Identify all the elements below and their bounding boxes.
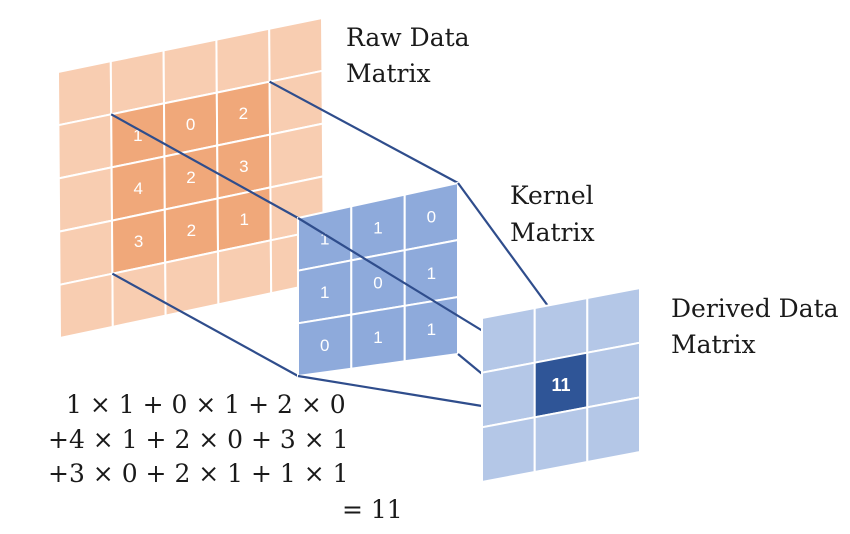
raw-matrix-title-line2: Matrix: [346, 59, 431, 88]
derived-cell: [586, 396, 641, 464]
derived-matrix-title-line2: Matrix: [671, 330, 756, 359]
kernel-cell-value: 0: [427, 208, 436, 227]
raw-matrix-title-line1: Raw Data: [346, 23, 470, 52]
raw-data-matrix: [56, 16, 326, 340]
raw-cell-value: 2: [239, 104, 248, 123]
raw-cell-value: 0: [186, 115, 195, 134]
kernel-cell-value: 1: [373, 218, 382, 237]
kernel-cell-value: 1: [427, 320, 436, 339]
kernel-matrix-title-line2: Matrix: [510, 218, 595, 247]
connector-line: [111, 272, 299, 377]
derived-cell: [481, 306, 536, 374]
raw-cell-value: 3: [134, 232, 143, 251]
kernel-matrix-title-line1: Kernel: [510, 181, 594, 210]
equation-line-3: +3 × 0 + 2 × 1 + 1 × 1: [48, 459, 349, 488]
kernel-matrix: [297, 181, 459, 378]
raw-cell: [216, 239, 273, 306]
derived-cell: [533, 296, 589, 364]
raw-cell-value: 3: [239, 157, 248, 176]
derived-cell: [586, 341, 641, 409]
equation-line-2: +4 × 1 + 2 × 0 + 3 × 1: [48, 425, 349, 454]
derived-matrix-title-line1: Derived Data: [671, 294, 839, 323]
connector-line: [269, 80, 459, 184]
derived-cell: [481, 416, 536, 484]
raw-cell: [111, 261, 167, 329]
derived-cell: [533, 406, 589, 474]
kernel-cell-value: 1: [320, 283, 329, 302]
kernel-cell-value: 1: [373, 328, 382, 347]
raw-data-values: 1 0 2 4 2 3 3 2 1: [133, 104, 249, 251]
equation-result: = 11: [342, 495, 403, 524]
kernel-values: 1 1 0 1 0 1 0 1 1: [320, 208, 436, 356]
derived-center-value: 11: [551, 375, 570, 395]
raw-cell-value: 2: [187, 221, 196, 240]
raw-to-kernel-connectors: [110, 80, 459, 377]
connector-line: [110, 113, 299, 219]
derived-cell: [481, 361, 536, 429]
raw-cell-value: 2: [186, 168, 195, 187]
raw-cell-value: 4: [133, 179, 142, 198]
kernel-cell-value: 1: [320, 229, 329, 248]
derived-cell: [586, 286, 641, 354]
raw-cell: [58, 272, 114, 340]
kernel-cell-value: 0: [373, 273, 382, 292]
raw-cell-value: 1: [133, 126, 142, 145]
kernel-cell-value: 1: [427, 264, 436, 283]
connector-line: [457, 182, 549, 307]
derived-data-matrix: [481, 286, 641, 484]
raw-cell-value: 1: [239, 210, 248, 229]
connector-line: [297, 374, 483, 408]
kernel-cell-value: 0: [320, 336, 329, 355]
equation-line-1: 1 × 1 + 0 × 1 + 2 × 0: [66, 390, 346, 419]
